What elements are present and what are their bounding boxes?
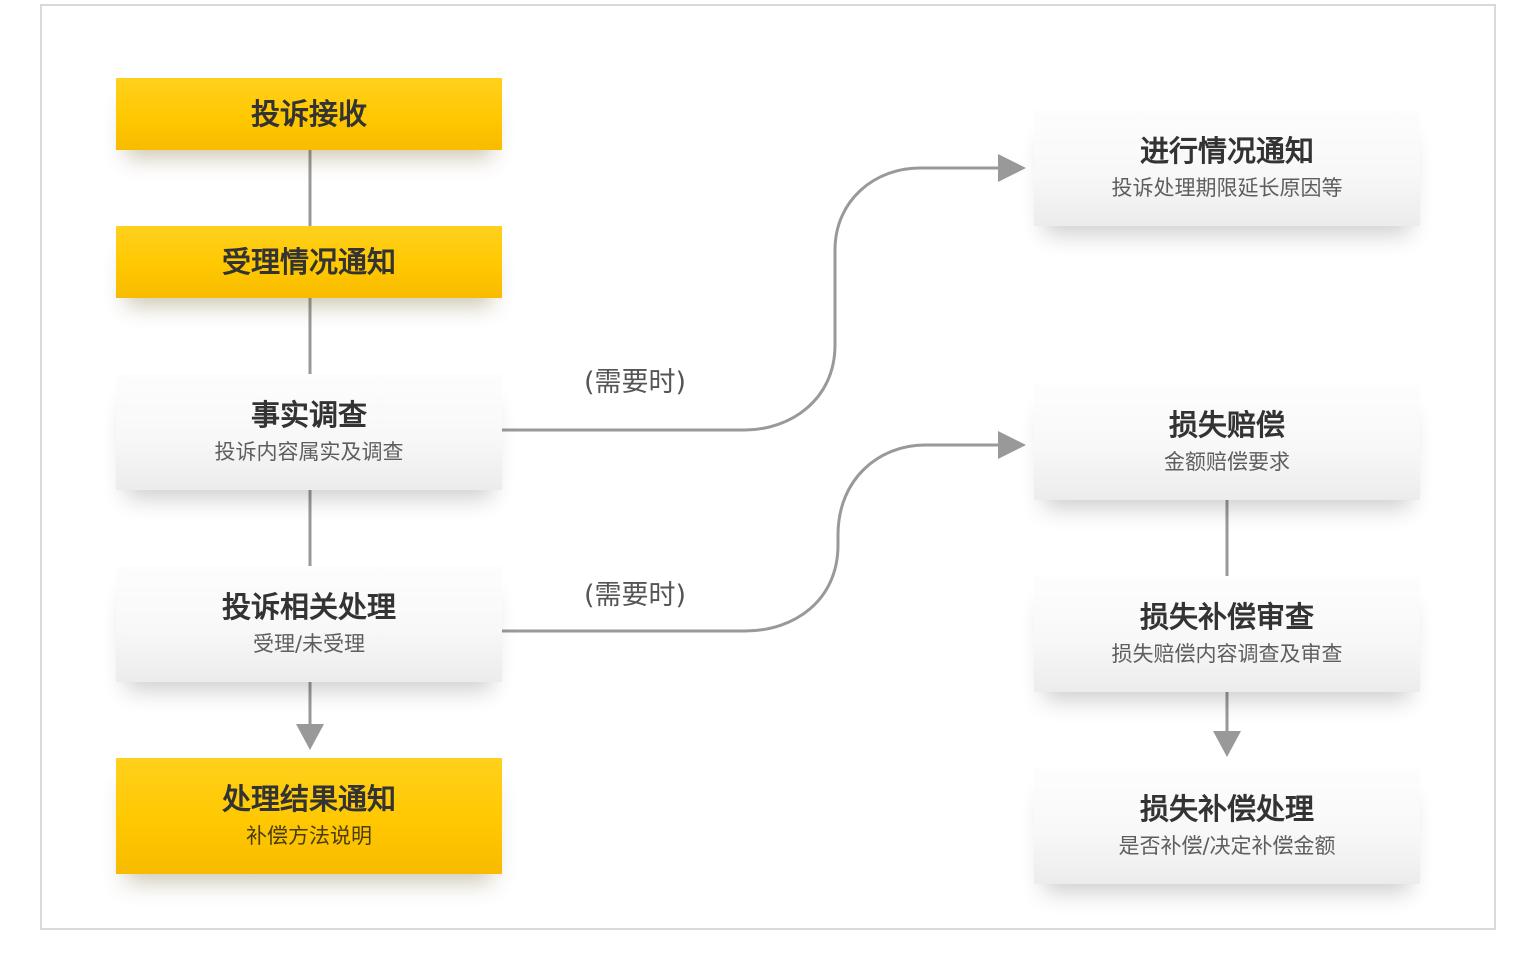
connector-investigation-progress [502, 166, 1000, 432]
step-title: 处理结果通知 [221, 782, 396, 816]
step-subtitle: 损失赔偿内容调查及审查 [1111, 642, 1343, 666]
step-title: 投诉接收 [250, 97, 367, 131]
step-fact-investigation: 事实调查 投诉内容属实及调查 [116, 374, 502, 490]
step-subtitle: 金额赔偿要求 [1164, 450, 1290, 474]
step-compensation-process: 损失补偿处理 是否补偿/决定补偿金额 [1034, 768, 1420, 884]
step-result-notice: 处理结果通知 补偿方法说明 [116, 758, 502, 874]
step-title: 损失补偿处理 [1139, 792, 1314, 826]
arrowhead-compensation [998, 431, 1026, 459]
step-compensation-review: 损失补偿审查 损失赔偿内容调查及审查 [1034, 576, 1420, 692]
step-loss-compensation: 损失赔偿 金额赔偿要求 [1034, 384, 1420, 500]
step-title: 损失赔偿 [1168, 408, 1285, 442]
step-title: 受理情况通知 [221, 245, 396, 279]
connector-handling-compensation [502, 443, 1000, 633]
arrowhead-result [296, 724, 324, 750]
step-acceptance-notice: 受理情况通知 [116, 226, 502, 298]
arrowhead-progress [998, 154, 1026, 182]
step-progress-notice: 进行情况通知 投诉处理期限延长原因等 [1034, 110, 1420, 226]
step-title: 进行情况通知 [1139, 134, 1314, 168]
step-title: 损失补偿审查 [1139, 600, 1314, 634]
step-title: 投诉相关处理 [221, 590, 396, 624]
step-complaint-handling: 投诉相关处理 受理/未受理 [116, 566, 502, 682]
condition-label-lower: (需要时) [584, 580, 687, 611]
step-title: 事实调查 [250, 398, 367, 432]
step-subtitle: 受理/未受理 [252, 632, 366, 656]
arrowhead-process [1213, 731, 1241, 757]
step-subtitle: 补偿方法说明 [246, 824, 372, 848]
step-subtitle: 是否补偿/决定补偿金额 [1118, 834, 1336, 858]
step-subtitle: 投诉处理期限延长原因等 [1111, 176, 1343, 200]
condition-label-upper: (需要时) [584, 367, 687, 398]
step-complaint-receive: 投诉接收 [116, 78, 502, 150]
step-subtitle: 投诉内容属实及调查 [214, 440, 404, 464]
